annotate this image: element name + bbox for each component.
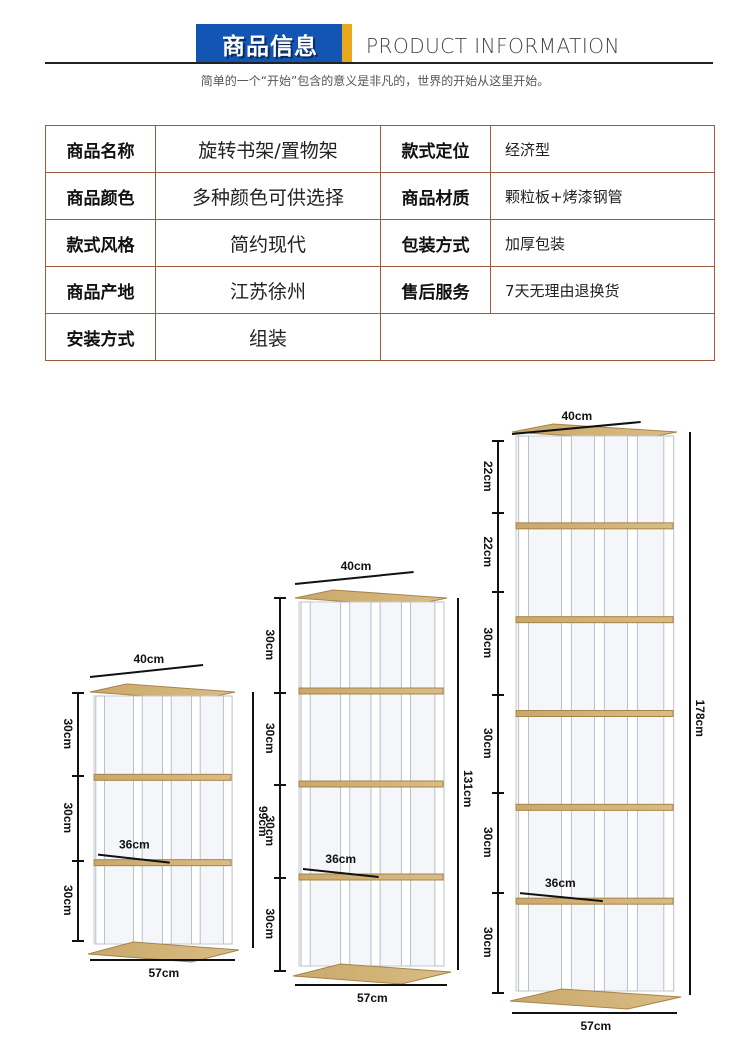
spec-row: 商品颜色 多种颜色可供选择 商品材质 颗粒板+烤漆钢管	[45, 172, 715, 220]
shelf-base	[292, 963, 452, 985]
dimension-line	[302, 868, 379, 878]
dimension-line	[519, 892, 603, 903]
dimension-line	[511, 421, 641, 435]
spec-label: 商品名称	[45, 125, 156, 173]
spec-label: 商品材质	[380, 172, 491, 220]
spec-row: 商品产地 江苏徐州 售后服务 7天无理由退换货	[45, 266, 715, 314]
shelf-board	[515, 803, 674, 811]
spec-value: 组装	[155, 313, 381, 361]
badge-accent	[342, 24, 352, 62]
dimension-label-width: 40cm	[134, 652, 165, 666]
dimension-label-section: 22cm	[481, 461, 495, 492]
shelf-board	[298, 687, 444, 695]
rotating-shelf: 40cm 36cm 57cm 131cm 30cm 30cm 30cm 30cm	[263, 559, 475, 1005]
header-subtitle: 简单的一个“开始”包含的意义是非凡的，世界的开始从这里开始。	[200, 74, 550, 88]
spec-empty	[380, 313, 715, 361]
dimension-label-height: 131cm	[461, 770, 475, 807]
dimension-label-depth: 36cm	[119, 838, 150, 852]
shelf-post	[191, 695, 201, 945]
spec-value: 7天无理由退换货	[490, 266, 715, 314]
title-badge: 商品信息	[196, 24, 352, 62]
shelf-board	[515, 522, 674, 530]
spec-value: 加厚包装	[490, 219, 715, 267]
shelf-base	[509, 988, 682, 1010]
dimension-label-base: 57cm	[581, 1019, 612, 1033]
spec-row: 安装方式 组装	[45, 313, 715, 361]
spec-value: 江苏徐州	[155, 266, 381, 314]
dimension-label-width: 40cm	[341, 559, 372, 573]
dimension-label-section: 30cm	[481, 827, 495, 858]
spec-label: 款式风格	[45, 219, 156, 267]
shelf-board	[93, 773, 232, 781]
dimension-label-width: 40cm	[562, 409, 593, 423]
dimension-label-section: 30cm	[481, 927, 495, 958]
dimension-label-section: 30cm	[481, 628, 495, 659]
dimension-line	[89, 664, 204, 678]
dimension-label-base: 57cm	[357, 991, 388, 1005]
dimension-line	[97, 853, 170, 864]
rotating-shelf: 40cm 36cm 57cm 99cm 30cm 30cm 30cm	[61, 652, 270, 980]
shelf-post	[95, 695, 106, 945]
title-en: PRODUCT INFORMATION	[366, 34, 620, 58]
shelf-post	[133, 695, 143, 945]
shelf-board	[515, 616, 674, 624]
spec-label: 包装方式	[380, 219, 491, 267]
header-rule	[45, 62, 713, 64]
spec-label: 售后服务	[380, 266, 491, 314]
spec-label: 商品颜色	[45, 172, 156, 220]
spec-value: 多种颜色可供选择	[155, 172, 381, 220]
dimension-label-section: 30cm	[481, 728, 495, 759]
shelf-dimension-figure: 40cm36cm57cm99cm30cm30cm30cm40cm36cm57cm…	[61, 409, 707, 1033]
dimension-label-section: 22cm	[481, 537, 495, 568]
spec-row: 款式风格 简约现代 包装方式 加厚包装	[45, 219, 715, 267]
spec-label: 商品产地	[45, 266, 156, 314]
dimension-label-depth: 36cm	[325, 852, 356, 866]
dimension-label-base: 57cm	[149, 966, 180, 980]
spec-value: 简约现代	[155, 219, 381, 267]
shelf-board	[515, 710, 674, 717]
shelf-post	[162, 695, 172, 945]
dimension-label-depth: 36cm	[545, 876, 576, 890]
dimension-label-section: 30cm	[61, 803, 75, 834]
spec-label: 款式定位	[380, 125, 491, 173]
spec-value: 经济型	[490, 125, 715, 173]
dimension-label-section: 30cm	[61, 885, 75, 916]
dimension-label-section: 30cm	[263, 816, 277, 847]
shelf-board	[298, 780, 444, 788]
title-cn: 商品信息	[222, 34, 318, 60]
dimension-line	[294, 571, 414, 585]
dimension-label-section: 30cm	[61, 719, 75, 750]
spec-value: 旋转书架/置物架	[155, 125, 381, 173]
spec-value: 颗粒板+烤漆钢管	[490, 172, 715, 220]
rotating-shelf: 40cm 36cm 57cm 178cm 22cm 22cm 30cm 30cm 30cm 30c…	[481, 409, 707, 1033]
shelf-post	[222, 695, 233, 945]
spec-label: 安装方式	[45, 313, 156, 361]
dimension-label-height: 99cm	[256, 806, 270, 837]
spec-row: 商品名称 旋转书架/置物架 款式定位 经济型	[45, 125, 715, 173]
dimension-label-section: 30cm	[263, 723, 277, 754]
product-info-header: 商品信息 PRODUCT INFORMATION 简单的一个“开始”包含的意义是…	[0, 0, 750, 100]
dimension-label-section: 30cm	[263, 630, 277, 661]
dimension-label-height: 178cm	[693, 700, 707, 737]
dimension-label-section: 30cm	[263, 909, 277, 940]
spec-table: 商品名称 旋转书架/置物架 款式定位 经济型 商品颜色 多种颜色可供选择 商品材…	[45, 125, 715, 361]
